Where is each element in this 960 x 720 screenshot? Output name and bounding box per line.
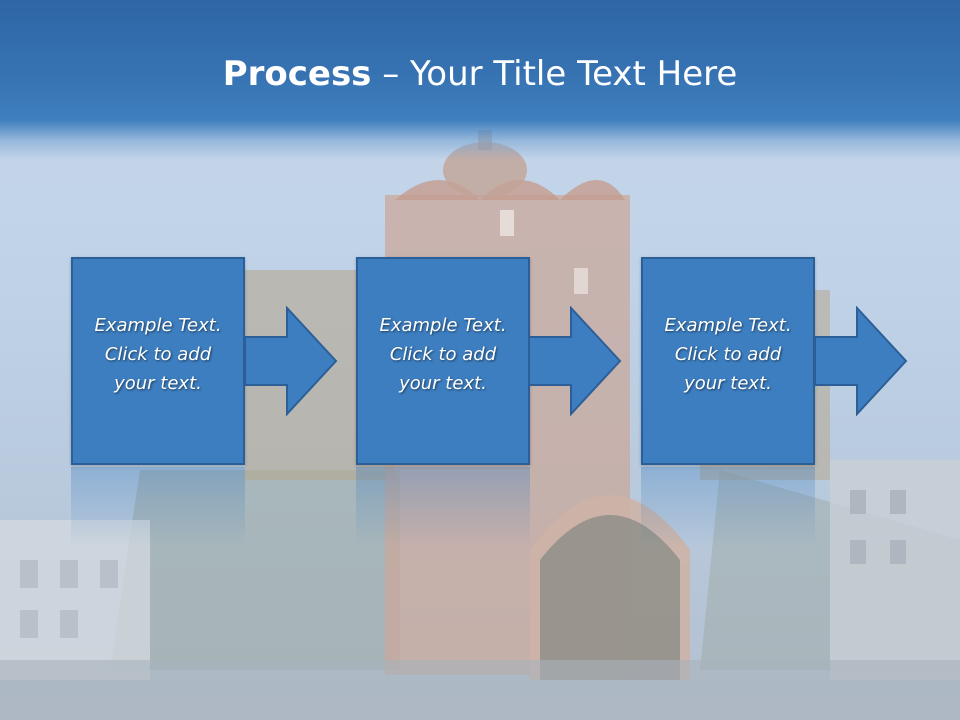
- step-1-text: Example Text. Click to add your text.: [94, 315, 222, 394]
- step-3-box[interactable]: Example Text. Click to add your text.: [641, 257, 815, 465]
- step-3-text: Example Text. Click to add your text.: [664, 315, 792, 394]
- step-1-reflection: [71, 467, 245, 547]
- step-2-reflection: [356, 467, 530, 547]
- step-2-box[interactable]: Example Text. Click to add your text.: [356, 257, 530, 465]
- title-bar: [0, 0, 960, 160]
- right-arrow-icon: [244, 306, 338, 416]
- right-arrow-icon: [528, 306, 622, 416]
- slide-title[interactable]: Process – Your Title Text Here: [0, 52, 960, 96]
- step-2-text: Example Text. Click to add your text.: [379, 315, 507, 394]
- right-arrow-icon: [814, 306, 908, 416]
- title-bold-part: Process: [222, 54, 372, 94]
- step-3-reflection: [641, 467, 815, 547]
- step-1-box[interactable]: Example Text. Click to add your text.: [71, 257, 245, 465]
- title-rest-part: – Your Title Text Here: [371, 54, 738, 94]
